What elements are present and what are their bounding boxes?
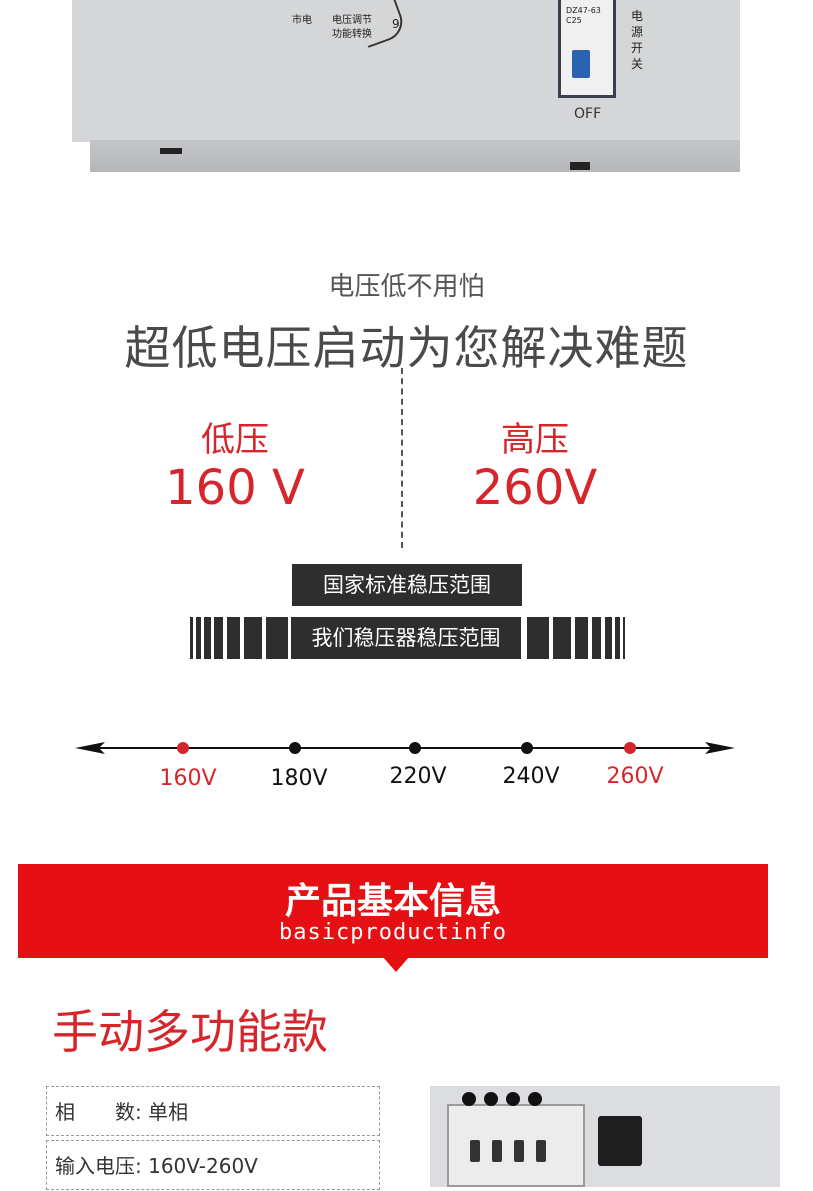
scale-dot bbox=[624, 742, 636, 754]
product-photo-top: 市电 电压调节 功能转换 9 DZ47-63 C25 电源开关 OFF bbox=[0, 0, 813, 180]
high-voltage-label: 高压 bbox=[501, 420, 569, 460]
banner-title: 产品基本信息 bbox=[284, 881, 501, 922]
barcode-decoration-left bbox=[190, 617, 288, 659]
banner-pointer bbox=[382, 956, 410, 972]
breaker-model-label: DZ47-63 bbox=[566, 6, 601, 15]
terminal-post bbox=[470, 1140, 480, 1162]
cabinet-front-panel bbox=[72, 0, 740, 142]
panel-label-mains: 市电 bbox=[292, 15, 312, 26]
spec-value: 单相 bbox=[148, 1100, 189, 1124]
cabinet-foot bbox=[160, 148, 182, 154]
scale-dot bbox=[177, 742, 189, 754]
scale-label: 260V bbox=[606, 764, 664, 789]
our-range-box: 我们稳压器稳压范围 bbox=[291, 617, 521, 659]
cabinet-foot bbox=[570, 162, 590, 170]
spec-label: 相 数: bbox=[55, 1100, 142, 1124]
section-banner bbox=[18, 864, 768, 958]
cabinet-base bbox=[90, 140, 740, 172]
scale-label: 240V bbox=[502, 764, 560, 789]
terminal-post bbox=[536, 1140, 546, 1162]
barcode-decoration-right bbox=[527, 617, 625, 659]
circuit-breaker bbox=[558, 0, 616, 98]
panel-label-voltage-adjust: 电压调节 bbox=[332, 15, 372, 26]
scale-dot bbox=[409, 742, 421, 754]
main-headline: 超低电压启动为您解决难题 bbox=[124, 321, 689, 375]
scale-label: 180V bbox=[270, 766, 328, 791]
terminal-post bbox=[514, 1140, 524, 1162]
model-title: 手动多功能款 bbox=[52, 1005, 328, 1059]
scale-dots bbox=[177, 742, 636, 754]
panel-label-function-switch: 功能转换 bbox=[332, 29, 372, 40]
scale-dot bbox=[521, 742, 533, 754]
scale-arrow-left bbox=[75, 742, 105, 754]
scale-arrow-right bbox=[705, 742, 735, 754]
standard-range-box: 国家标准稳压范围 bbox=[292, 564, 522, 606]
low-voltage-value: 160 V bbox=[165, 460, 305, 516]
high-voltage-value: 260V bbox=[472, 460, 598, 516]
banner-subtitle: basicproductinfo bbox=[279, 920, 507, 945]
dial-number: 9 bbox=[392, 17, 400, 31]
terminal-knob bbox=[506, 1092, 520, 1106]
spec-label: 输入电压: bbox=[55, 1154, 142, 1178]
terminal-post bbox=[492, 1140, 502, 1162]
off-label: OFF bbox=[574, 106, 602, 122]
terminal-knob bbox=[484, 1092, 498, 1106]
center-divider bbox=[401, 368, 403, 548]
subtitle: 电压低不用怕 bbox=[328, 272, 485, 302]
spec-value: 160V-260V bbox=[148, 1154, 258, 1178]
terminal-knob bbox=[462, 1092, 476, 1106]
power-socket bbox=[598, 1116, 642, 1166]
spec-row-input-voltage: 输入电压: 160V-260V bbox=[46, 1140, 380, 1190]
spec-row-phase: 相 数: 单相 bbox=[46, 1086, 380, 1136]
scale-dot bbox=[289, 742, 301, 754]
terminal-knob bbox=[528, 1092, 542, 1106]
breaker-toggle bbox=[572, 50, 590, 78]
scale-label: 160V bbox=[159, 766, 217, 791]
power-switch-label: 电源开关 bbox=[630, 9, 643, 71]
breaker-cert-label: C25 bbox=[566, 16, 582, 25]
scale-label: 220V bbox=[389, 764, 447, 789]
low-voltage-label: 低压 bbox=[201, 420, 269, 460]
voltage-scale bbox=[75, 742, 735, 754]
